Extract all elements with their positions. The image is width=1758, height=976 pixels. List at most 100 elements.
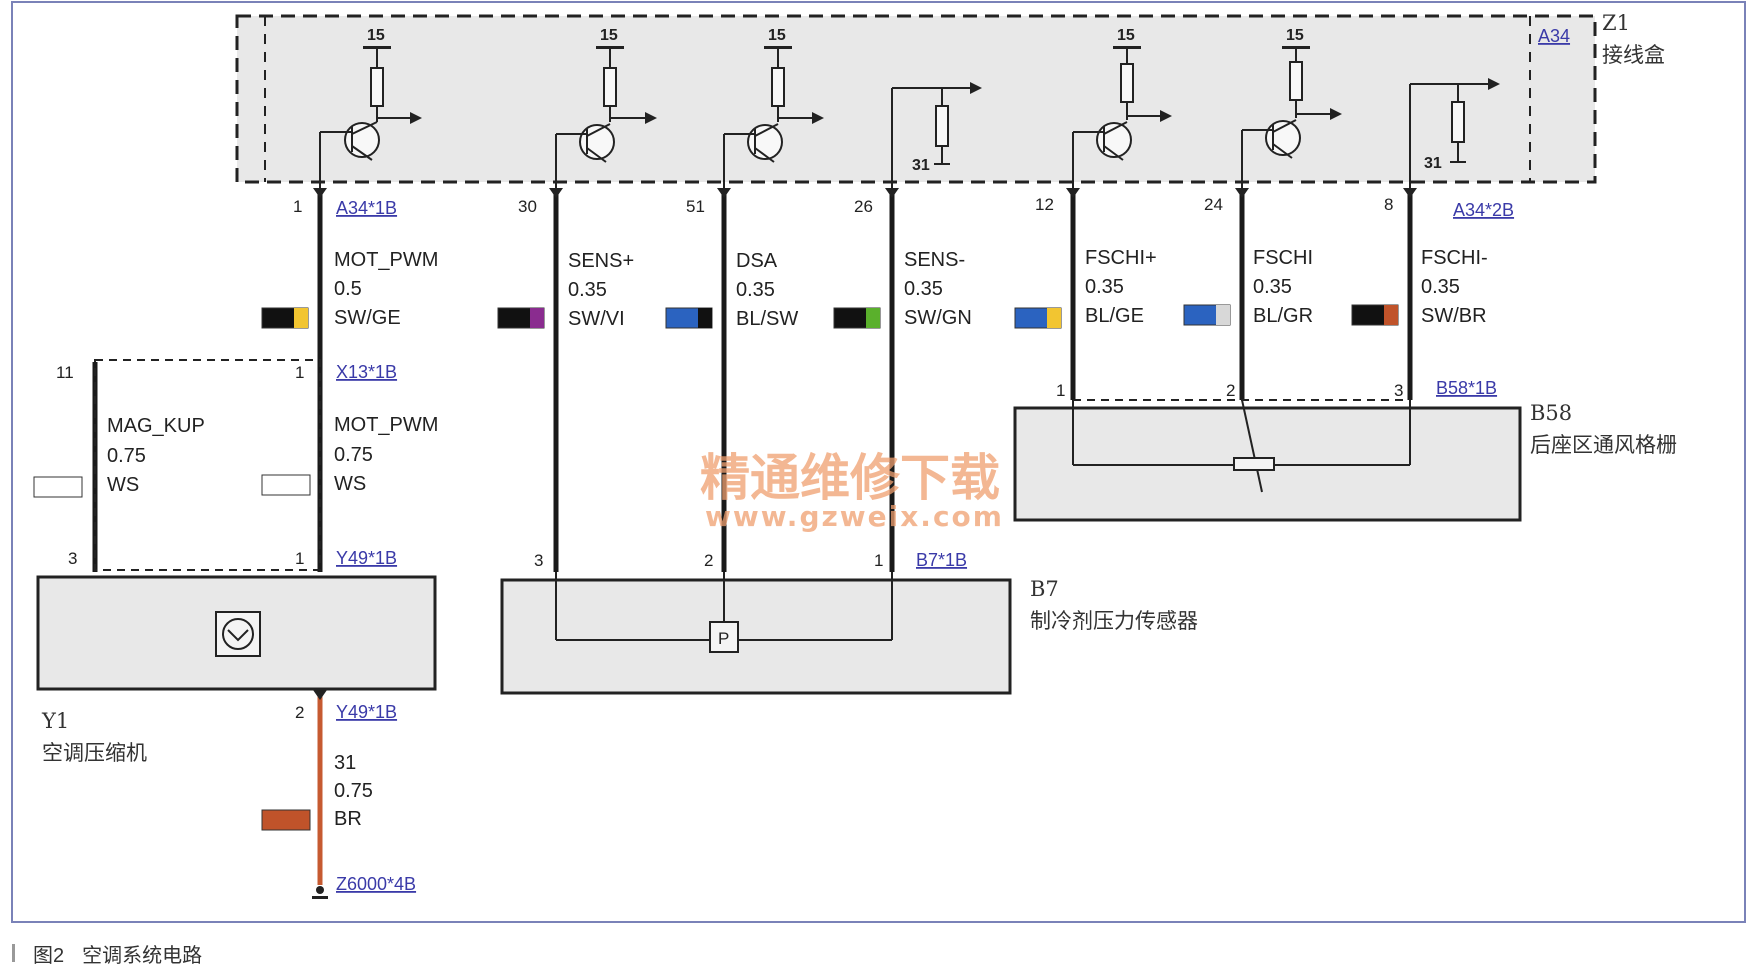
svg-text:SW/VI: SW/VI — [568, 308, 625, 330]
driver-circuits — [319, 48, 1488, 190]
pin-number: 3 — [534, 551, 543, 570]
pin-markers — [312, 188, 1417, 899]
ground-label: 31 — [912, 157, 930, 174]
pin-number: 1 — [1056, 381, 1065, 400]
compressor-id: Y1 — [41, 709, 69, 733]
pressure-sensor-id: B7 — [1030, 577, 1059, 601]
pin-number: 2 — [295, 703, 304, 722]
svg-text:0.75: 0.75 — [107, 445, 146, 467]
wire-label-mot-pwm: MOT_PWM 0.5 SW/GE — [334, 249, 438, 329]
svg-text:FSCHI-: FSCHI- — [1421, 247, 1488, 269]
connector-link-b7-1b[interactable]: B7*1B — [916, 550, 967, 570]
svg-text:0.35: 0.35 — [736, 279, 775, 301]
svg-text:WS: WS — [334, 473, 366, 495]
supply-label: 15 — [1117, 27, 1135, 44]
pin-number: 3 — [68, 549, 77, 568]
connector-link-b58-1b[interactable]: B58*1B — [1436, 378, 1497, 398]
svg-text:MOT_PWM: MOT_PWM — [334, 249, 438, 271]
wire-label-fschi: FSCHI 0.35 BL/GR — [1253, 247, 1313, 327]
svg-text:FSCHI: FSCHI — [1253, 247, 1313, 269]
pressure-symbol-box — [709, 621, 739, 653]
svg-text:31: 31 — [334, 752, 356, 774]
svg-text:0.75: 0.75 — [334, 444, 373, 466]
junction-box-a34 — [235, 14, 1597, 184]
svg-text:0.35: 0.35 — [1253, 276, 1292, 298]
svg-text:WS: WS — [107, 474, 139, 496]
pin-number: 30 — [518, 197, 537, 216]
svg-text:0.35: 0.35 — [1421, 276, 1460, 298]
pressure-sensor-name: 制冷剂压力传感器 — [1030, 609, 1198, 633]
svg-text:BL/GE: BL/GE — [1085, 305, 1144, 327]
figure-caption: 图2 空调系统电路 — [12, 938, 202, 968]
supply-label: 15 — [1286, 27, 1304, 44]
wire-label-ground: 31 0.75 BR — [334, 752, 373, 830]
junction-box-ref[interactable]: A34 — [1538, 26, 1570, 46]
svg-text:0.75: 0.75 — [334, 780, 373, 802]
pin-number: 1 — [295, 363, 304, 382]
wire-label-sens-minus: SENS- 0.35 SW/GN — [904, 249, 972, 329]
wire-label-sens-plus: SENS+ 0.35 SW/VI — [568, 250, 634, 330]
svg-text:BL/SW: BL/SW — [736, 308, 798, 330]
pin-number: 8 — [1384, 195, 1393, 214]
ground-label: 31 — [1424, 155, 1442, 172]
connector-link-a34-1b[interactable]: A34*1B — [336, 198, 397, 218]
junction-box-id: Z1 — [1602, 11, 1630, 35]
wire-label-mot-pwm-2: MOT_PWM 0.75 WS — [334, 414, 438, 495]
pin-number: 12 — [1035, 195, 1054, 214]
watermark-url: www.gzweix.com — [705, 500, 1004, 533]
pin-number: 24 — [1204, 195, 1223, 214]
connector-link-y49-1b-lower[interactable]: Y49*1B — [336, 702, 397, 722]
pin-number: 26 — [854, 197, 873, 216]
svg-text:0.35: 0.35 — [904, 278, 943, 300]
svg-text:0.5: 0.5 — [334, 278, 362, 300]
pin-number: 2 — [704, 551, 713, 570]
caption-title: 空调系统电路 — [82, 944, 203, 967]
svg-text:SENS+: SENS+ — [568, 250, 634, 272]
supply-symbols — [363, 46, 1500, 124]
svg-text:SW/GN: SW/GN — [904, 307, 972, 329]
supply-label: 15 — [600, 27, 618, 44]
pin-number: 1 — [874, 551, 883, 570]
wire-label-dsa: DSA 0.35 BL/SW — [736, 250, 798, 330]
svg-text:FSCHI+: FSCHI+ — [1085, 247, 1157, 269]
svg-text:SW/BR: SW/BR — [1421, 305, 1487, 327]
color-swatches — [33, 304, 1399, 831]
pressure-sensor-box — [500, 578, 1012, 695]
vent-grille-name: 后座区通风格栅 — [1530, 433, 1677, 457]
connector-link-z6000-4b[interactable]: Z6000*4B — [336, 874, 416, 894]
compressor-name: 空调压缩机 — [42, 741, 147, 765]
pin-number: 2 — [1226, 381, 1235, 400]
potentiometer-icon — [1233, 457, 1275, 471]
wire-label-mag-kup: MAG_KUP 0.75 WS — [107, 415, 205, 496]
svg-text:0.35: 0.35 — [568, 279, 607, 301]
pin-number: 11 — [56, 363, 74, 382]
supply-label: 15 — [768, 27, 786, 44]
caption-bar — [12, 944, 15, 962]
svg-text:0.35: 0.35 — [1085, 276, 1124, 298]
caption-figure-number: 图2 — [33, 944, 65, 967]
svg-text:MAG_KUP: MAG_KUP — [107, 415, 205, 437]
clutch-icon — [215, 611, 261, 657]
supply-label: 15 — [367, 27, 385, 44]
connector-link-y49-1b[interactable]: Y49*1B — [336, 548, 397, 568]
vent-grille-wiring — [1072, 399, 1411, 493]
pin-number: 1 — [293, 197, 302, 216]
watermark-title: 精通维修下载 — [700, 449, 1000, 507]
svg-text:SW/GE: SW/GE — [334, 307, 401, 329]
pin-number: 51 — [686, 197, 705, 216]
vent-grille-id: B58 — [1530, 401, 1572, 425]
connector-link-x13-1b[interactable]: X13*1B — [336, 362, 397, 382]
wire-label-fschi-minus: FSCHI- 0.35 SW/BR — [1421, 247, 1488, 327]
svg-text:DSA: DSA — [736, 250, 778, 272]
wire-label-fschi-plus: FSCHI+ 0.35 BL/GE — [1085, 247, 1157, 327]
pin-number: 3 — [1394, 381, 1403, 400]
figure-frame — [11, 1, 1746, 923]
connector-link-a34-2b[interactable]: A34*2B — [1453, 200, 1514, 220]
pressure-symbol: P — [718, 629, 729, 648]
junction-box-name: 接线盒 — [1602, 43, 1665, 67]
svg-text:SENS-: SENS- — [904, 249, 965, 271]
connector-x13-outline — [94, 359, 321, 571]
svg-text:BL/GR: BL/GR — [1253, 305, 1313, 327]
svg-text:MOT_PWM: MOT_PWM — [334, 414, 438, 436]
